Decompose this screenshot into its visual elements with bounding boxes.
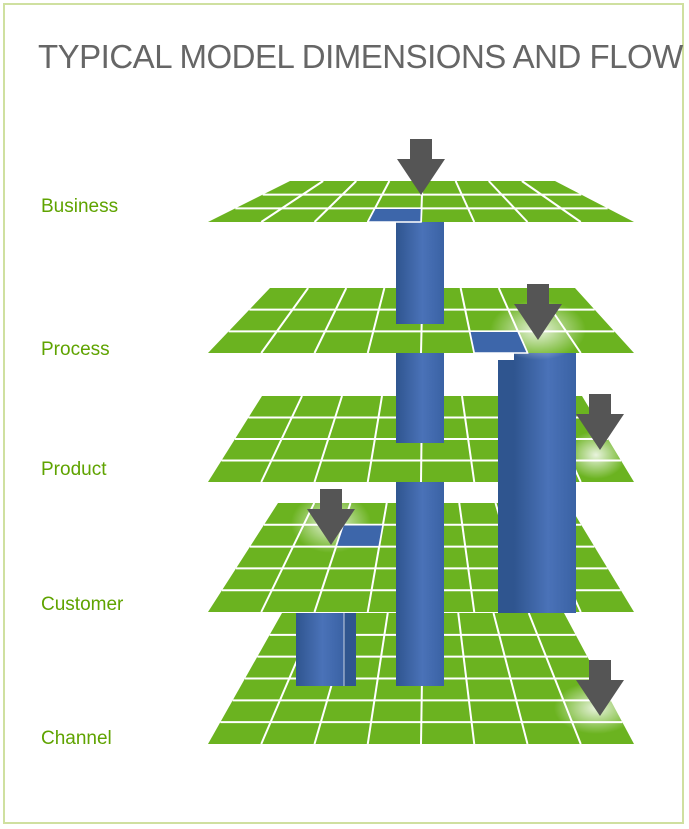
grid-plane-business [208, 180, 634, 223]
column-process-upper-side [498, 360, 514, 483]
column-process-lower-side [498, 483, 514, 613]
column-center-customer [396, 482, 444, 613]
cell-highlight-process [468, 330, 529, 354]
column-center-channel [396, 613, 444, 686]
down-arrow-icon [576, 660, 624, 716]
layer-label-channel: Channel [41, 728, 112, 749]
layer-label-business: Business [41, 196, 119, 217]
layer-label-product: Product [41, 459, 107, 480]
column-process-upper [514, 353, 576, 483]
down-arrow-icon [307, 489, 355, 545]
highlight-glow-product [566, 431, 626, 479]
down-arrow-icon [514, 284, 562, 340]
column-customer-channel [296, 613, 356, 686]
column-center-product [396, 353, 444, 443]
column-process-lower [514, 483, 576, 613]
cell-highlight-business [366, 207, 423, 223]
down-arrow-icon [397, 139, 445, 195]
diagram-title: TYPICAL MODEL DIMENSIONS AND FLOW [38, 38, 683, 75]
layer-label-customer: Customer [41, 594, 124, 615]
layer-label-process: Process [41, 339, 110, 360]
down-arrow-icon [576, 394, 624, 450]
cell-highlight-customer [335, 524, 384, 548]
column-center-process [396, 222, 444, 324]
